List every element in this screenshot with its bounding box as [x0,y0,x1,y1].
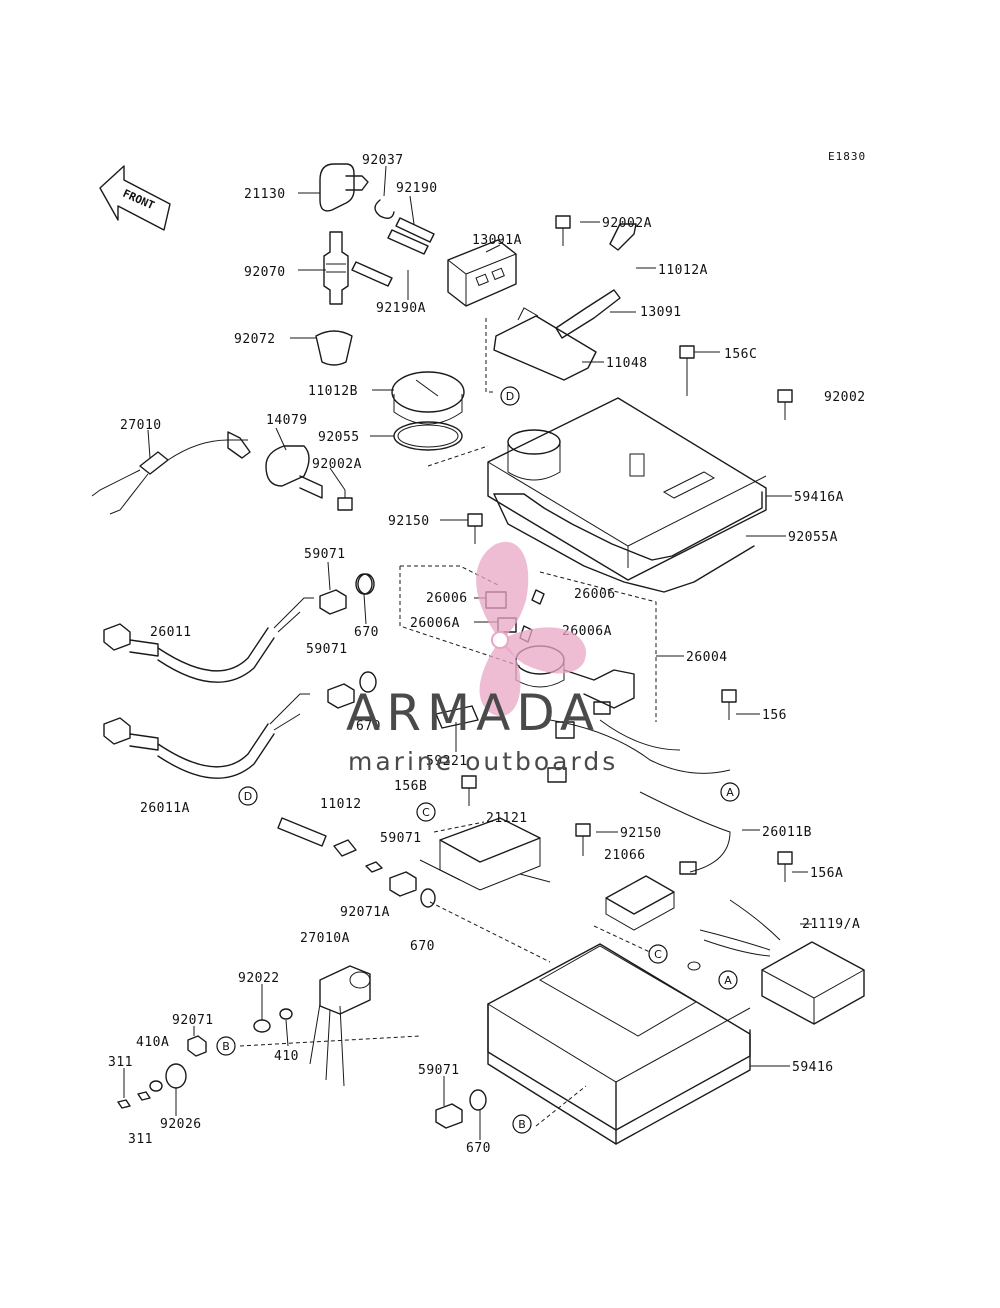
part-label: 26011 [150,625,192,640]
part-label: 92026 [160,1117,202,1132]
part-label: 26011B [762,825,812,840]
part-label: 26006A [410,616,460,631]
callout-a-case: A [718,970,738,990]
reference-lines [239,318,657,1127]
callout-b-left: B [216,1036,236,1056]
part-label: 92190 [396,181,438,196]
part-label: 670 [354,625,379,640]
part-label: 11048 [606,356,648,371]
svg-text:C: C [654,948,662,961]
part-label: 92002A [312,457,362,472]
callout-c-regulator: C [648,944,668,964]
part-label: 59071 [306,642,348,657]
part-label: 11012A [658,263,708,278]
part-label: 59221 [426,754,468,769]
part-label: 21121 [486,811,528,826]
part-label: 11012 [320,797,362,812]
part-label: 670 [466,1141,491,1156]
part-label: 92072 [234,332,276,347]
propeller-logo-icon [476,541,587,717]
watermark: ARMADA marine outboards [346,541,618,776]
part-label: 26006 [574,587,616,602]
front-arrow-icon: FRONT [99,165,171,231]
part-label: 92055A [788,530,838,545]
part-label: 311 [108,1055,133,1070]
callout-d-hose: D [238,786,258,806]
part-label: 92022 [238,971,280,986]
part-label: 21119/A [802,917,860,932]
part-label: 27010 [120,418,162,433]
svg-text:D: D [244,790,252,803]
part-label: 92150 [620,826,662,841]
part-label: 410 [274,1049,299,1064]
callout-c-coil: C [416,802,436,822]
callout-d-top: D [500,386,520,406]
part-label: 156B [394,779,427,794]
part-label: 11012B [308,384,358,399]
svg-text:A: A [726,786,734,799]
part-label: 92071 [172,1013,214,1028]
callout-b-case: B [512,1114,532,1134]
svg-text:B: B [222,1040,230,1053]
parts-linework [91,163,865,1145]
part-label: 311 [128,1132,153,1147]
part-label: 92190A [376,301,426,316]
svg-text:A: A [724,974,732,987]
part-label: 59416A [794,490,844,505]
svg-text:D: D [506,390,514,403]
part-label: 26006 [426,591,468,606]
part-label: 92150 [388,514,430,529]
part-label: 59071 [304,547,346,562]
part-label: 27010A [300,931,350,946]
svg-text:B: B [518,1118,526,1131]
part-label: 21066 [604,848,646,863]
part-label: 13091 [640,305,682,320]
watermark-subtitle: marine outboards [348,747,618,776]
part-label: 59416 [792,1060,834,1075]
watermark-title: ARMADA [346,684,600,742]
part-label: 92071A [340,905,390,920]
part-label: 92055 [318,430,360,445]
callout-a-harness: A [720,782,740,802]
part-label: 59071 [418,1063,460,1078]
part-label: 21130 [244,187,286,202]
part-label: 670 [356,719,381,734]
part-label: 156A [810,866,843,881]
part-label: 14079 [266,413,308,428]
part-label: 92002 [824,390,866,405]
part-label: 156 [762,708,787,723]
part-label: 670 [410,939,435,954]
part-label: 13091A [472,233,522,248]
part-label: 410A [136,1035,169,1050]
part-label: 92002A [602,216,652,231]
part-label: 59071 [380,831,422,846]
part-label: 156C [724,347,757,362]
part-labels: 92037 21130 92190 13091A 92002A 92070 92… [108,153,866,1156]
part-label: 26011A [140,801,190,816]
front-label: FRONT [121,187,157,212]
svg-text:C: C [422,806,430,819]
part-label: 92070 [244,265,286,280]
part-label: 26004 [686,650,728,665]
callouts: D A D C C A B B [216,386,740,1134]
part-label: 92037 [362,153,404,168]
diagram-code: E1830 [828,150,866,163]
